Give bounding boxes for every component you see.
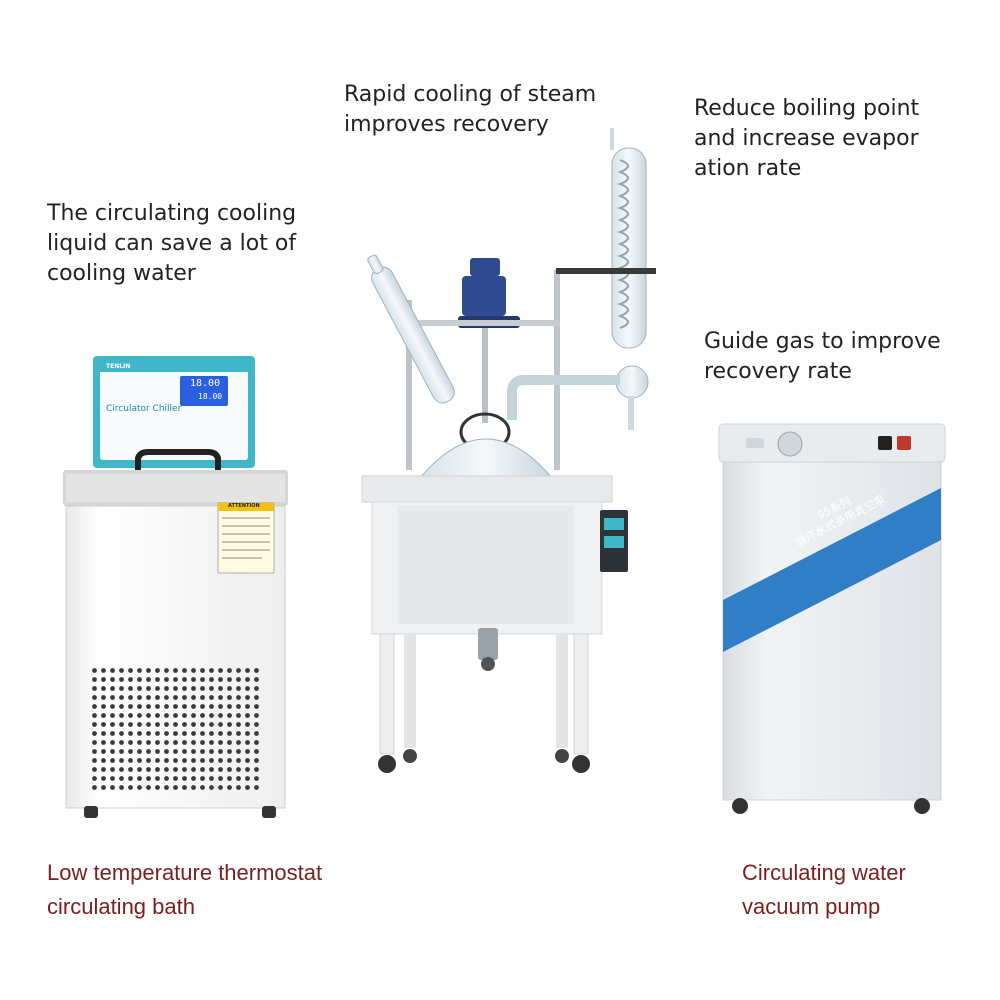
caption-guide-gas: Guide gas to improve recovery rate bbox=[704, 329, 941, 384]
chiller-panel-title: Circulator Chiller bbox=[106, 404, 182, 414]
chiller-display-top: 18.00 bbox=[190, 378, 221, 389]
vacuum-pump bbox=[718, 423, 946, 814]
chiller-warning-label bbox=[217, 502, 275, 574]
glass-reactor bbox=[361, 128, 656, 773]
chiller-vent-grille bbox=[92, 666, 260, 792]
chiller-warning-title: ATTENTION bbox=[228, 503, 260, 509]
stirrer-motor-cap bbox=[470, 258, 500, 276]
reactor-flask bbox=[418, 438, 554, 479]
pump-name-label: Circulating water vacuum pump bbox=[742, 860, 906, 919]
chiller-display bbox=[180, 376, 228, 406]
caption-boiling-point: Reduce boiling point and increase evapor… bbox=[694, 96, 920, 181]
chiller-brand: TENLIN bbox=[106, 363, 131, 370]
chiller-name-label: Low temperature thermostat circulating b… bbox=[47, 860, 323, 919]
caption-cooling-liquid: The circulating cooling liquid can save … bbox=[47, 201, 297, 286]
chiller-handle bbox=[135, 449, 221, 470]
condenser-column bbox=[611, 147, 647, 349]
bath-lid bbox=[361, 475, 613, 503]
pump-blue-band bbox=[723, 488, 941, 652]
caption-steam-cooling: Rapid cooling of steam improves recovery bbox=[344, 82, 597, 137]
chiller-display-bottom: 18.00 bbox=[198, 392, 223, 401]
stirrer-motor bbox=[462, 276, 506, 316]
pump-power-switch bbox=[897, 436, 911, 450]
chiller-unit bbox=[63, 356, 288, 818]
